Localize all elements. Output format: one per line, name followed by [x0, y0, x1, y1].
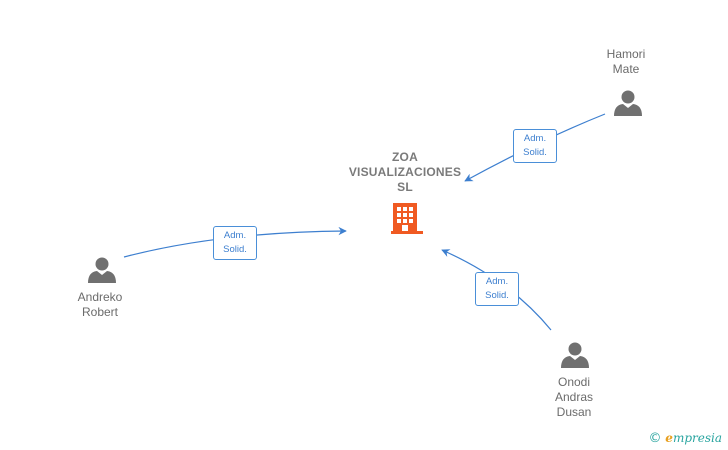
relation-label-onodi[interactable]: Adm. Solid.	[475, 272, 519, 306]
relation-label-line: Adm.	[485, 276, 509, 287]
person-icon	[88, 257, 116, 283]
person-icon	[614, 90, 642, 116]
brand-initial: e	[665, 431, 673, 445]
company-name-line: ZOA	[392, 150, 418, 164]
company-name[interactable]: ZOA VISUALIZACIONES SL	[330, 150, 480, 195]
relation-label-line: Adm.	[523, 133, 547, 144]
person-name-line: Dusan	[556, 405, 592, 419]
person-icon	[561, 342, 589, 368]
relation-label-andreko[interactable]: Adm. Solid.	[213, 226, 257, 260]
person-name-andreko[interactable]: Andreko Robert	[62, 290, 138, 320]
copyright-symbol: ©	[648, 431, 662, 446]
person-name-line: Andras	[554, 390, 594, 404]
person-name-onodi[interactable]: Onodi Andras Dusan	[536, 375, 612, 420]
relation-label-line: Adm.	[223, 230, 247, 241]
building-icon	[391, 203, 423, 234]
person-name-line: Robert	[81, 305, 119, 319]
relation-label-line: Solid.	[223, 244, 247, 255]
company-name-line: VISUALIZACIONES	[348, 165, 462, 179]
person-name-line: Mate	[612, 62, 640, 76]
empresia-watermark: © empresia	[648, 431, 722, 446]
relation-label-line: Solid.	[523, 147, 547, 158]
company-name-line: SL	[397, 180, 413, 194]
person-name-line: Hamori	[606, 47, 646, 61]
brand-rest: mpresia	[672, 431, 722, 445]
relation-label-line: Solid.	[485, 290, 509, 301]
person-name-hamori[interactable]: Hamori Mate	[588, 47, 664, 77]
person-name-line: Andreko	[77, 290, 123, 304]
relation-label-hamori[interactable]: Adm. Solid.	[513, 129, 557, 163]
person-name-line: Onodi	[557, 375, 591, 389]
